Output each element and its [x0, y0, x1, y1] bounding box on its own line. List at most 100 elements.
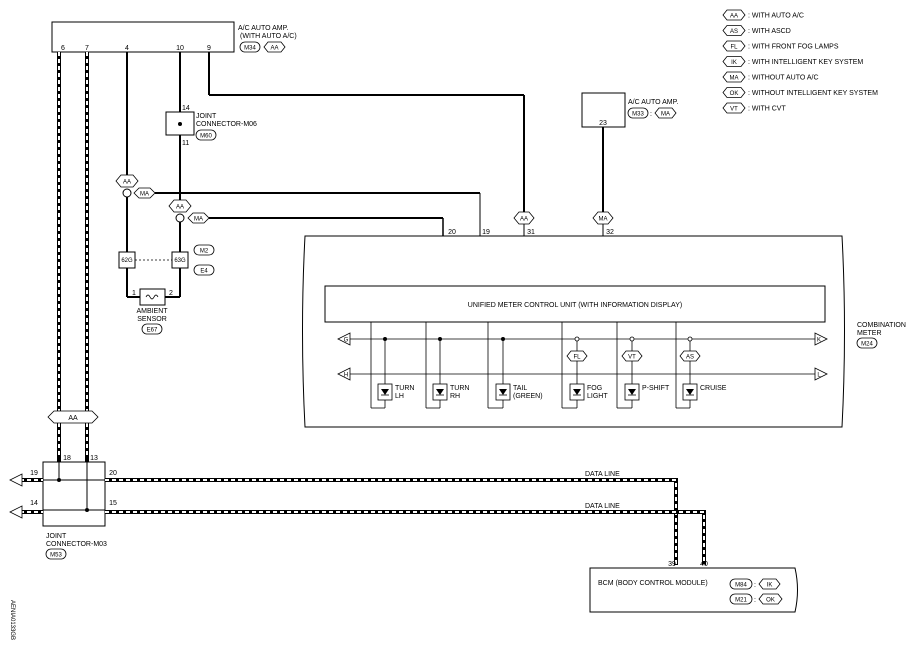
data-line-label-1: DATA LINE — [585, 471, 620, 478]
svg-text:MA: MA — [140, 192, 149, 198]
svg-text:JOINT: JOINT — [196, 113, 217, 120]
meter-unit-label: UNIFIED METER CONTROL UNIT (WITH INFORMA… — [468, 302, 682, 309]
svg-text::: : — [754, 597, 756, 604]
svg-text:BCM (BODY CONTROL MODULE): BCM (BODY CONTROL MODULE) — [598, 580, 708, 587]
sensor-wires — [126, 52, 181, 298]
svg-text:15: 15 — [109, 500, 117, 507]
svg-text:32: 32 — [606, 229, 614, 236]
svg-text:: WITH INTELLIGENT KEY SYSTEM: : WITH INTELLIGENT KEY SYSTEM — [748, 59, 863, 66]
svg-text:IK: IK — [767, 583, 773, 589]
wire-branch-2: AA MA — [168, 199, 448, 265]
svg-text::: : — [650, 111, 652, 118]
svg-text:E67: E67 — [147, 328, 158, 334]
svg-text:G: G — [344, 338, 349, 344]
svg-text:FL: FL — [730, 45, 738, 51]
svg-text:14: 14 — [30, 500, 38, 507]
svg-text:CONNECTOR-M03: CONNECTOR-M03 — [46, 541, 107, 548]
svg-text:M21: M21 — [735, 598, 747, 604]
svg-text:IK: IK — [731, 60, 737, 66]
svg-text:RH: RH — [450, 393, 460, 400]
svg-text:MA: MA — [730, 76, 739, 82]
svg-text:LIGHT: LIGHT — [587, 393, 608, 400]
svg-text:M53: M53 — [50, 553, 62, 559]
pin-7: 7 — [85, 45, 89, 52]
svg-text:11: 11 — [182, 140, 189, 147]
svg-text:FOG: FOG — [587, 385, 602, 392]
svg-text:19: 19 — [30, 470, 38, 477]
ac-amp-aa-label: A/C AUTO AMP. — [238, 25, 288, 32]
svg-text:OK: OK — [766, 598, 775, 604]
combination-meter: 20 19 31 32 UNIFIED METER CONTROL UNIT (… — [302, 229, 906, 428]
svg-text:K: K — [817, 338, 821, 344]
svg-text:SENSOR: SENSOR — [137, 316, 167, 323]
svg-text:40: 40 — [700, 561, 708, 568]
svg-text:23: 23 — [599, 120, 607, 127]
svg-text:FL: FL — [573, 355, 581, 361]
svg-text:MA: MA — [194, 217, 203, 223]
left-arrows — [9, 473, 43, 519]
svg-text:CRUISE: CRUISE — [700, 385, 727, 392]
svg-text:62G: 62G — [121, 258, 133, 264]
pin-4: 4 — [125, 45, 129, 52]
svg-text:: WITH AUTO A/C: : WITH AUTO A/C — [748, 13, 804, 20]
legend-item-ok: OK : WITHOUT INTELLIGENT KEY SYSTEM — [722, 87, 878, 98]
svg-text:AS: AS — [686, 355, 694, 361]
figure-code: AENIA0133GB — [9, 600, 15, 640]
svg-text:M2: M2 — [200, 249, 209, 255]
svg-text:COMBINATION: COMBINATION — [857, 322, 906, 329]
wire-branch-1: AA MA — [115, 174, 481, 285]
shielded-wires — [57, 52, 89, 455]
svg-text:AA: AA — [730, 14, 738, 20]
svg-text:MA: MA — [661, 112, 670, 118]
svg-text:A/C AUTO AMP.: A/C AUTO AMP. — [628, 99, 678, 106]
svg-text:AA: AA — [520, 217, 528, 223]
svg-text:TURN: TURN — [395, 385, 414, 392]
legend-item-ik: IK : WITH INTELLIGENT KEY SYSTEM — [722, 56, 863, 67]
svg-text:31: 31 — [527, 229, 535, 236]
ac-auto-amp-ma: A/C AUTO AMP. M33 : MA 23 MA — [581, 92, 678, 285]
svg-text:E4: E4 — [200, 269, 208, 275]
joint-connector-m03: 19 18 13 20 14 15 JOINT CONNECTOR-M03 M5… — [30, 455, 117, 560]
svg-text:39: 39 — [668, 561, 676, 568]
joint-connector-m06: 14 11 JOINT CONNECTOR-M06 M60 — [165, 105, 257, 147]
indicator-cruise: AS CRUISE — [675, 322, 727, 409]
svg-text:: WITH CVT: : WITH CVT — [748, 106, 786, 113]
ac-amp-aa-connector: M34 — [244, 46, 256, 52]
svg-text:: WITHOUT INTELLIGENT KEY SYST: : WITHOUT INTELLIGENT KEY SYSTEM — [748, 90, 878, 97]
svg-text:M84: M84 — [735, 583, 747, 589]
svg-text:TURN: TURN — [450, 385, 469, 392]
harness-connectors: 62G 63G M2 E4 — [118, 244, 215, 276]
legend-item-vt: VT : WITH CVT — [722, 102, 786, 114]
aa-code-left: AA — [47, 410, 99, 424]
svg-text:M60: M60 — [200, 134, 212, 140]
legend-item-ma: MA: WITHOUT AUTO A/C — [722, 71, 819, 83]
svg-text:14: 14 — [182, 105, 190, 112]
indicator-tail-green-: TAIL(GREEN) — [487, 322, 543, 409]
svg-text:CONNECTOR-M06: CONNECTOR-M06 — [196, 121, 257, 128]
data-lines: DATA LINE DATA LINE — [105, 471, 706, 565]
svg-text:VT: VT — [730, 107, 738, 113]
svg-text:AA: AA — [176, 205, 184, 211]
svg-text:OK: OK — [730, 91, 739, 97]
svg-text:M33: M33 — [632, 112, 644, 118]
svg-text::: : — [754, 582, 756, 589]
svg-text:MA: MA — [599, 217, 608, 223]
svg-text:AA: AA — [68, 415, 78, 422]
pin-9: 9 — [207, 45, 211, 52]
svg-text:19: 19 — [482, 229, 490, 236]
svg-text:18: 18 — [63, 455, 71, 462]
svg-text:TAIL: TAIL — [513, 385, 527, 392]
pin-6: 6 — [61, 45, 65, 52]
svg-text:AS: AS — [730, 29, 738, 35]
svg-text:AMBIENT: AMBIENT — [136, 308, 168, 315]
svg-text:20: 20 — [448, 229, 456, 236]
svg-text:L: L — [817, 373, 821, 379]
ambient-sensor: 1 2 AMBIENT SENSOR E67 — [132, 288, 173, 335]
svg-text:JOINT: JOINT — [46, 533, 67, 540]
svg-text:(GREEN): (GREEN) — [513, 393, 543, 400]
